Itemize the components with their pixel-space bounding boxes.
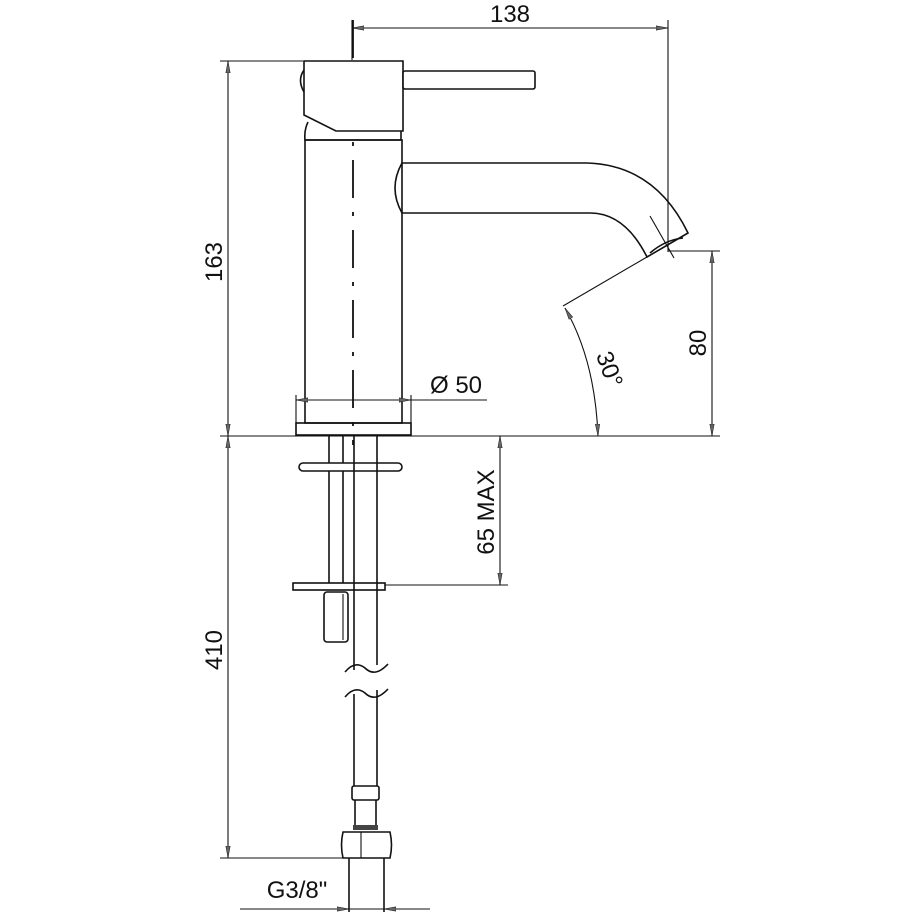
flexible-hose xyxy=(340,436,393,912)
dimension-hose-length: 410 xyxy=(201,436,343,859)
mounting-assembly xyxy=(292,436,403,643)
spout-height-label: 80 xyxy=(685,330,712,357)
angle-label: 30° xyxy=(590,348,628,391)
dimension-spout-height: 80 xyxy=(668,250,720,436)
dimension-height: 163 xyxy=(201,60,303,436)
diameter-label: Ø 50 xyxy=(430,372,482,399)
hose-hex-nut xyxy=(340,831,393,859)
deck-thickness-label: 65 MAX xyxy=(473,469,500,554)
hose-length-label: 410 xyxy=(201,630,228,670)
dimension-thread: G3/8" xyxy=(240,877,430,909)
washer xyxy=(298,462,403,472)
spout xyxy=(394,162,690,259)
fixing-nut xyxy=(323,591,349,643)
width-label: 138 xyxy=(490,1,530,28)
dimension-angle: 30° xyxy=(562,256,648,436)
dimension-deck-thickness: 65 MAX xyxy=(385,436,508,586)
thread-band xyxy=(353,825,378,830)
lever-handle xyxy=(299,60,536,141)
fixing-plate xyxy=(292,582,386,591)
dimension-diameter: Ø 50 xyxy=(295,372,487,436)
dimension-width: 138 xyxy=(351,1,669,252)
height-label: 163 xyxy=(201,242,228,282)
thread-label: G3/8" xyxy=(267,877,328,904)
